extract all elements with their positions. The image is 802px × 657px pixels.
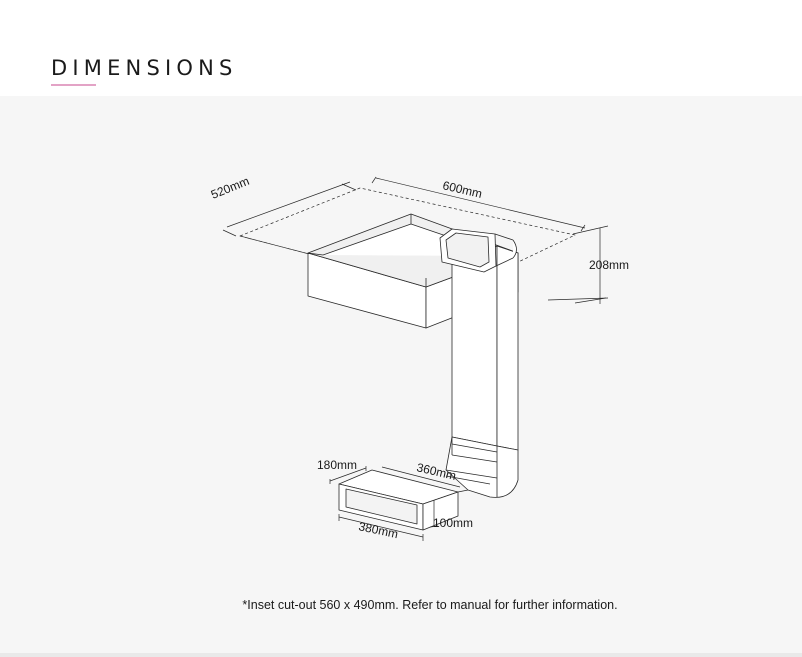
dimension-lines: [222, 176, 609, 304]
vertical-duct: [439, 228, 519, 451]
page-title: DIMENSIONS: [51, 56, 238, 80]
dim-label-208: 208mm: [589, 258, 629, 272]
dim-label-100: 100mm: [433, 516, 473, 530]
dim-label-520: 520mm: [209, 174, 251, 202]
outlet-dimension-lines: [329, 466, 461, 541]
footnote-text: *Inset cut-out 560 x 490mm. Refer to man…: [242, 598, 618, 612]
diagram-panel: [0, 96, 802, 657]
panel-bottom-edge: [0, 653, 802, 657]
title-accent-underline: [51, 84, 96, 86]
dim-label-600: 600mm: [441, 178, 483, 201]
duct-elbow: [445, 436, 519, 498]
dim-label-180: 180mm: [317, 458, 357, 472]
outlet-box: [338, 469, 469, 531]
